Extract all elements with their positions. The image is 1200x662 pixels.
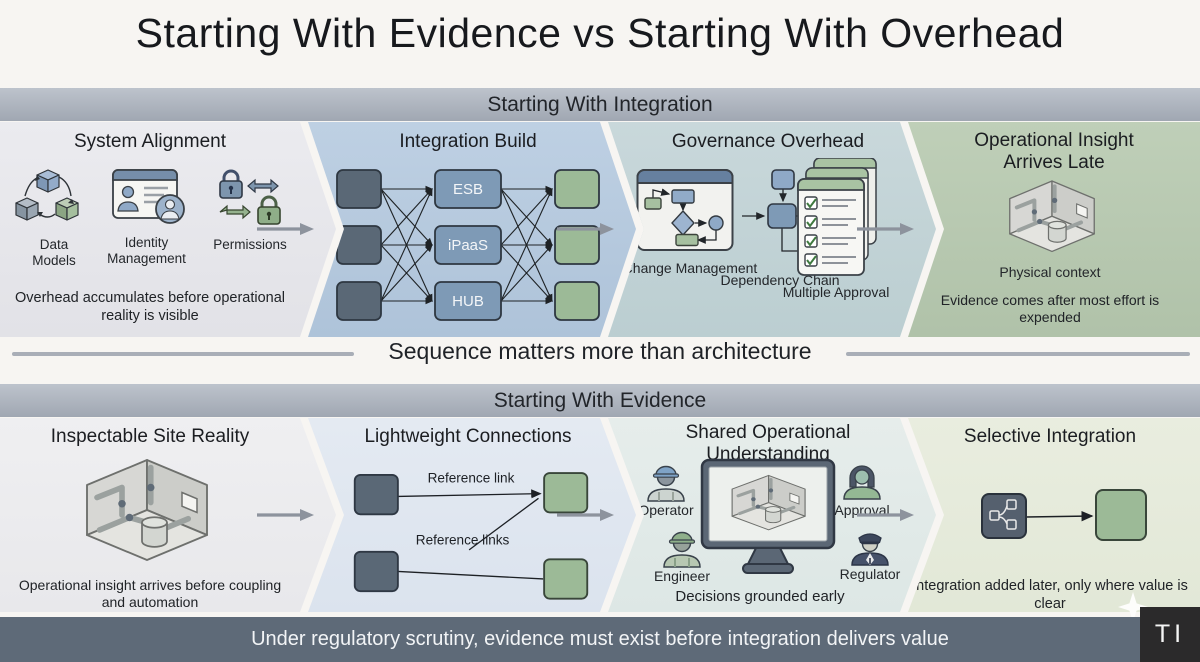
panel-title: Lightweight Connections: [364, 426, 572, 447]
role-label: Engineer: [653, 568, 711, 584]
approval-stack-icon: [797, 158, 877, 276]
panel-title: Inspectable Site Reality: [50, 426, 250, 447]
page-title: Starting With Evidence vs Starting With …: [135, 10, 1065, 56]
panel-lightweight-connections: Lightweight Connections Reference link R…: [308, 418, 636, 612]
node-label-esb: ESB: [453, 181, 483, 198]
selective-integration-diagram: [981, 489, 1147, 541]
approval-person-icon: [843, 465, 881, 500]
identity-management-group: Identity Management: [107, 166, 193, 266]
node-label-hub: HUB: [452, 293, 484, 310]
isometric-room-icon: [1007, 179, 1097, 254]
panel-caption: Overhead accumulates before operational …: [14, 290, 286, 324]
operator-icon: [647, 465, 685, 502]
panel-caption: Integration added later, only where valu…: [912, 578, 1188, 612]
icon-label: Identity Management: [107, 235, 186, 266]
link-label: Reference links: [416, 532, 510, 547]
alignment-icons-row: Data Models: [10, 166, 292, 268]
bottom-band-body: Inspectable Site Reality Operational ins…: [0, 418, 1200, 612]
role-label: Regulator: [839, 566, 901, 582]
monitor-room-icon: [700, 458, 836, 574]
panel-caption: Operational insight arrives before coupl…: [18, 577, 282, 611]
panel-title: Integration Build: [399, 131, 537, 152]
flow-arrow-icon: [857, 223, 914, 235]
panel-governance-overhead: Governance Overhead Change Management: [608, 122, 936, 337]
regulator-icon: [851, 533, 889, 566]
data-models-group: Data Models: [10, 166, 86, 268]
flowchart-window-icon: [636, 169, 734, 251]
permissions-group: Permissions: [213, 166, 292, 253]
panel-title: Governance Overhead: [671, 131, 865, 152]
panel-title: Selective Integration: [963, 426, 1137, 447]
divider-label: Sequence matters more than architecture: [388, 338, 812, 364]
flow-arrow-icon: [557, 223, 614, 235]
link-label: Reference link: [428, 470, 515, 485]
flow-arrow-icon: [857, 509, 914, 521]
icon-label: Permissions: [213, 237, 287, 252]
flow-arrow-icon: [557, 509, 614, 521]
top-band-body: System Alignment: [0, 122, 1200, 337]
flow-arrow-icon: [257, 223, 314, 235]
bottom-band-header: Starting With Evidence: [0, 384, 1200, 417]
icon-label: Change Management: [622, 260, 758, 276]
panel-title: System Alignment: [73, 131, 227, 152]
flow-arrow-icon: [257, 509, 314, 521]
node-label-ipaas: iPaaS: [448, 237, 488, 254]
branch-node-icon: [981, 493, 1027, 539]
footer-banner: Under regulatory scrutiny, evidence must…: [0, 617, 1200, 662]
hub-spoke-diagram: ESB iPaaS HUB: [336, 169, 600, 321]
panel-title: Operational Insight Arrives Late: [974, 130, 1134, 174]
role-label: Operator: [638, 502, 694, 518]
id-card-icon: [111, 169, 185, 224]
divider-line-left: [12, 352, 354, 356]
engineer-icon: [663, 531, 701, 568]
top-band-header: Starting With Integration: [0, 88, 1200, 121]
reference-links-diagram: Reference link Reference links: [353, 470, 589, 600]
divider-line-right: [846, 352, 1190, 356]
cubes-cycle-icon: [15, 169, 79, 221]
locks-arrows-icon: [218, 169, 281, 225]
panel-caption: Evidence comes after most effort is expe…: [940, 292, 1160, 326]
isometric-room-icon: [72, 450, 222, 575]
panel-caption: Decisions grounded early: [675, 588, 845, 605]
icon-label: Data Models: [32, 237, 76, 268]
icon-label: Dependency Chain: [720, 272, 840, 288]
icon-label: Multiple Approval: [782, 284, 890, 300]
panel-operational-insight: Operational Insight Arrives Late Physica…: [908, 122, 1200, 337]
ti-logo: TI: [1140, 607, 1200, 662]
panel-selective-integration: Selective Integration Integration added …: [908, 418, 1200, 612]
icon-label: Physical context: [999, 264, 1101, 280]
